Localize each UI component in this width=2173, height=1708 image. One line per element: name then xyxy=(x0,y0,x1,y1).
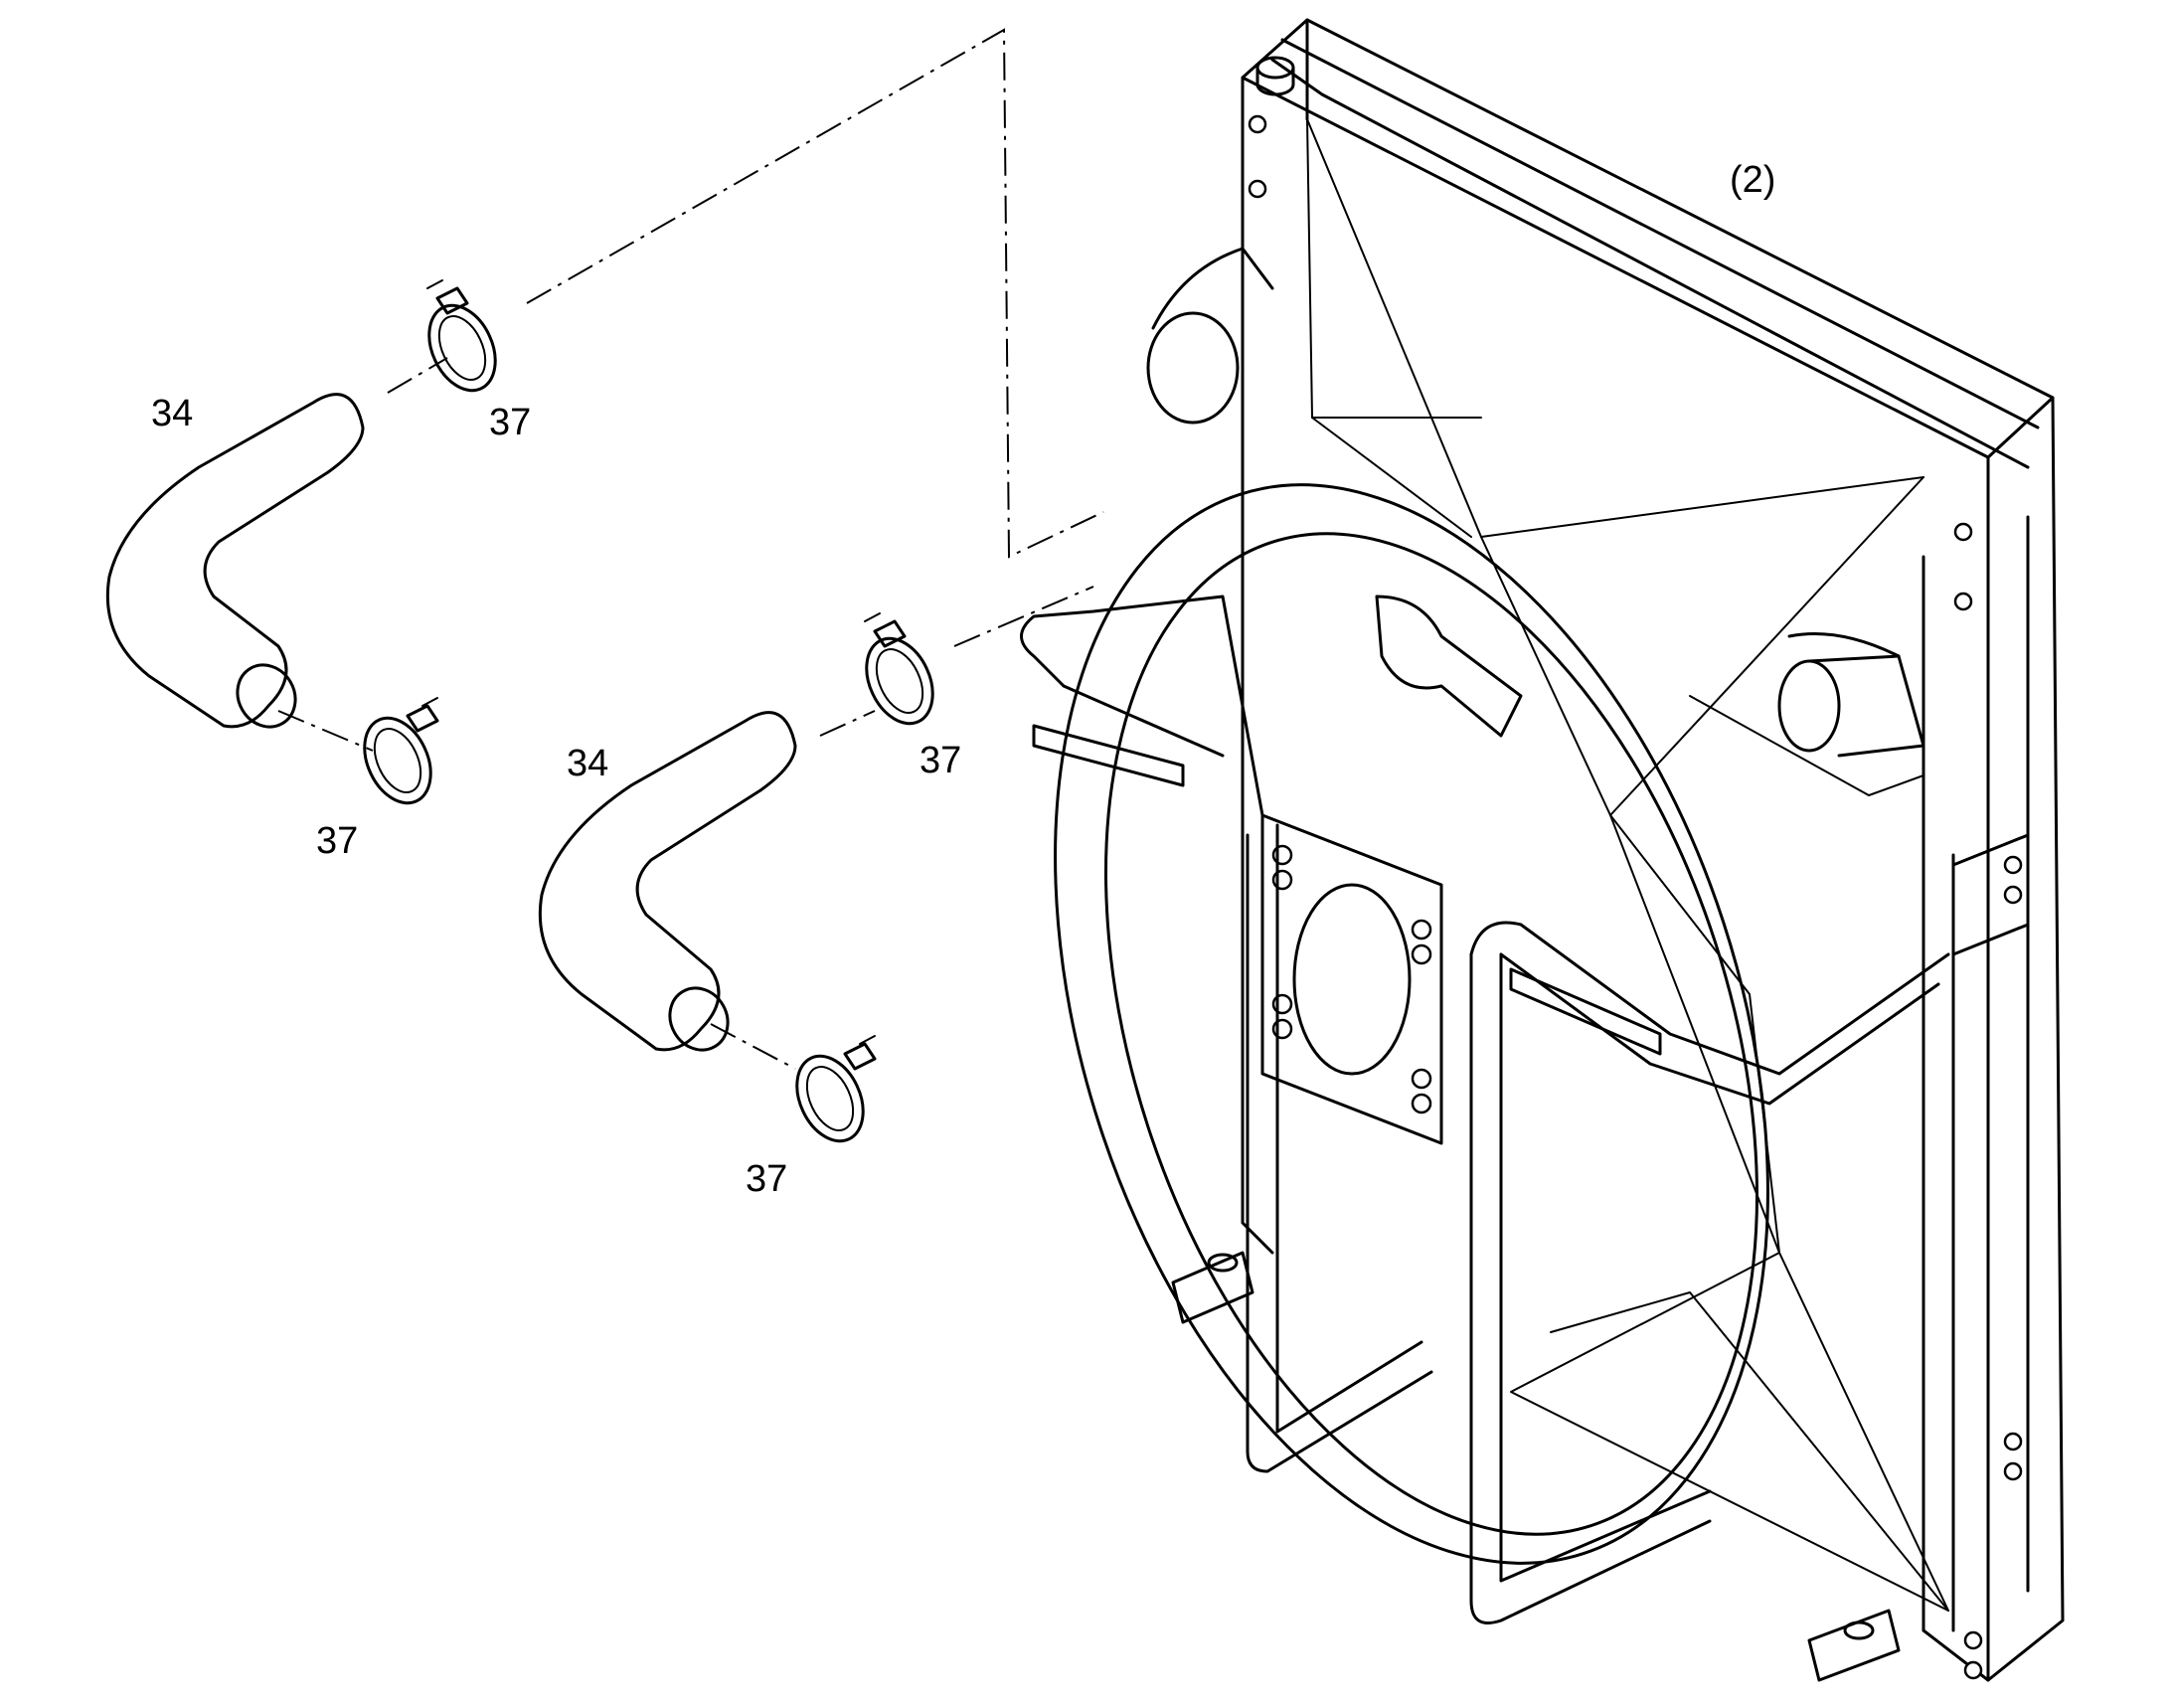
callout-assembly: (2) xyxy=(1730,159,1775,201)
callout-clamp-upper-bottom: 37 xyxy=(316,820,358,862)
upper-hose xyxy=(105,393,365,729)
callout-clamp-lower-bottom: 37 xyxy=(746,1158,787,1200)
assembly-leader-lines xyxy=(277,28,1104,1070)
clamp-upper-bottom xyxy=(363,697,439,805)
clamp-upper-top xyxy=(426,279,497,393)
callout-clamp-lower-top: 37 xyxy=(919,740,961,781)
radiator-assembly xyxy=(1020,18,2065,1682)
callout-hose-lower: 34 xyxy=(567,743,608,784)
clamp-lower-top xyxy=(864,612,934,726)
lower-hose xyxy=(538,711,797,1052)
callout-hose-upper: 34 xyxy=(151,393,193,434)
clamp-lower-bottom xyxy=(795,1035,877,1143)
callout-clamp-upper-top: 37 xyxy=(489,402,531,443)
